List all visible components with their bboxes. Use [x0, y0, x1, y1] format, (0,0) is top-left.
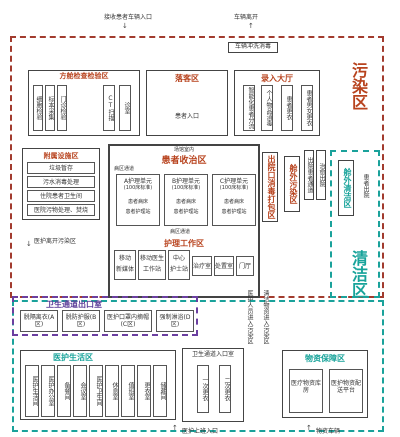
- supply-item: 医护物资配送平台: [329, 369, 363, 413]
- unit-b-name: B护理单元: [171, 178, 201, 185]
- supply-vehicle-label: 物资车辆: [316, 428, 341, 435]
- nursing-unit-b: B护理单元 (100床标准) 患者病床 患者护理站: [164, 174, 208, 226]
- sanitation-title: 卫生通道出口室: [46, 300, 102, 309]
- cabin-check-item: 门诊检验: [57, 85, 67, 131]
- work-item: 移动医生工作站: [138, 250, 166, 280]
- life-item: 储藏间: [153, 365, 167, 417]
- sanitation-exit-room: 卫生通道出口室 脱隔离衣(A区) 脱防护服(B区) 医护口罩内摘帽(C区) 强制…: [12, 296, 198, 336]
- discharge-channel: 出院患者通道: [304, 150, 314, 200]
- entry-item: 一次更衣: [197, 365, 209, 413]
- life-item: 更衣室: [137, 365, 151, 417]
- cabin-corridor-label: 病区通道: [114, 166, 135, 172]
- medical-enter-label: 医护人员进入污染区: [246, 290, 253, 344]
- medical-leave-label: 医护离开污染区: [34, 238, 77, 245]
- attached-item: 污水消毒处理: [27, 176, 95, 188]
- sanitation-step: 脱防护服(B区): [62, 310, 100, 332]
- life-item: 值班室: [121, 365, 135, 417]
- clean-zone-right-border: [330, 150, 380, 298]
- work-area-title: 护理工作区: [164, 239, 204, 248]
- unit-a-station: 患者护理站: [125, 209, 151, 215]
- medical-life-area: 医护生活区 医护生活间 医护办公室 备餐间 会议室 医护卫生间 休息室 值班室 …: [20, 350, 176, 420]
- registration-item: 智能化患者分流: [243, 85, 255, 131]
- cabin-top-label: 场馆室内: [173, 147, 194, 153]
- vehicle-exit: 车辆离开: [234, 14, 259, 21]
- cabin-check-item: 诊室: [119, 85, 131, 131]
- life-item: 医护生活间: [25, 365, 39, 417]
- outside-pollute-area: 舱外污染区: [284, 156, 300, 212]
- registration-item: 患者男女更衣: [301, 85, 313, 131]
- sanitation-step: 强制淋浴(D区): [156, 310, 194, 332]
- supply-title: 物资保障区: [305, 354, 345, 363]
- unit-a-beds: (100床标准): [123, 185, 153, 191]
- work-item: 门厅: [236, 256, 254, 276]
- cure-discharge: 治愈出院: [316, 150, 326, 200]
- arrow-up-icon: ↑: [248, 22, 254, 30]
- exit-disinfect-area: 出院口消毒打包区: [262, 152, 278, 222]
- attached-item: 住院患者卫生间: [27, 190, 95, 202]
- sanitation-entry-title: 卫生通道入口室: [191, 351, 234, 358]
- outside-clean-area: 舱外清洁区: [338, 160, 354, 216]
- unit-a-name: A护理单元: [123, 178, 153, 185]
- attached-facilities: 附属设施区 垃圾暂存 污水消毒处理 住院患者卫生间 医院污物处理、焚烧: [22, 148, 100, 220]
- work-item: 处置室: [214, 256, 234, 276]
- unit-c-sub: 患者病床: [223, 199, 244, 205]
- registration-title: 录入大厅: [261, 74, 293, 83]
- registration-hall: 录入大厅 智能化患者分流 个人物品消毒 患者更衣 患者男女更衣: [234, 70, 320, 136]
- registration-item: 个人物品消毒: [261, 85, 273, 131]
- supply-area: 物资保障区 医疗物资库房 医护物资配送平台: [282, 350, 368, 418]
- nursing-unit-a: A护理单元 (100床标准) 患者病床 患者护理站: [116, 174, 160, 226]
- patient-vehicle-entry: 接收患者车辆入口: [104, 14, 153, 21]
- cabin-check-item: 标本采集: [45, 85, 55, 131]
- life-item: 备餐间: [57, 365, 71, 417]
- attached-item: 垃圾暂存: [27, 162, 95, 174]
- nursing-unit-c: C护理单元 (100床标准) 患者病床 患者护理站: [212, 174, 256, 226]
- unit-c-station: 患者护理站: [221, 209, 247, 215]
- cabin-title: 患者收治区: [161, 156, 207, 166]
- cabin-check-area: 方舱检查检验区 细胞检验 标本采集 门诊检验 CT扫描 诊室: [28, 70, 140, 136]
- cabin-check-item: CT扫描: [103, 85, 115, 131]
- clean-zone-border: [12, 300, 384, 432]
- sanitation-entry-room: 卫生通道入口室 一次更衣 二次更衣: [182, 348, 244, 422]
- unit-b-beds: (100床标准): [171, 185, 201, 191]
- supply-item: 医疗物资库房: [289, 369, 323, 413]
- life-item: 医护卫生间: [89, 365, 103, 417]
- work-item: 治疗室: [192, 256, 212, 276]
- arrow-down-icon: ↓: [122, 22, 128, 30]
- attached-title: 附属设施区: [43, 152, 79, 160]
- cabin-check-title: 方舱检查检验区: [59, 72, 109, 80]
- vehicle-disinfect-box: 车辆冲洗消毒: [228, 42, 278, 53]
- attached-item: 医院污物处理、焚烧: [27, 204, 95, 216]
- unit-a-sub: 患者病床: [127, 199, 148, 205]
- registration-item: 患者更衣: [281, 85, 293, 131]
- life-item: 医护办公室: [41, 365, 55, 417]
- waiting-title: 落客区: [175, 74, 199, 83]
- patient-discharge-label: 患者出院: [362, 174, 369, 198]
- life-item: 会议室: [73, 365, 87, 417]
- cabin-corridor-bottom: 病区通道: [170, 229, 191, 235]
- unit-b-station: 患者护理站: [173, 209, 199, 215]
- work-item: 移动新媒体: [114, 250, 136, 280]
- polluted-zone-label: 污染区: [349, 62, 368, 110]
- sanitation-step: 脱隔离衣(A区): [20, 310, 58, 332]
- arrow-up-icon: ↑: [306, 424, 312, 432]
- clean-zone-label: 清洁区: [349, 250, 368, 298]
- cabin-indoor: 场馆室内 患者收治区 病区通道 A护理单元 (100床标准) 患者病床 患者护理…: [108, 144, 260, 298]
- entry-item: 二次更衣: [219, 365, 231, 413]
- unit-c-beds: (100床标准): [219, 185, 249, 191]
- cabin-check-item: 细胞检验: [33, 85, 43, 131]
- medical-entry-label: 医护上班入口: [182, 428, 219, 435]
- work-item: 中心护士站: [168, 250, 190, 280]
- life-item: 休息室: [105, 365, 119, 417]
- sanitation-step: 医护口罩内摘帽(C区): [104, 310, 152, 332]
- arrow-down-icon: ↓: [26, 240, 32, 248]
- unit-b-sub: 患者病床: [175, 199, 196, 205]
- waiting-area: 落客区 患者入口: [146, 70, 228, 136]
- supply-enter-label: 清洁物资进入污染区: [262, 290, 269, 344]
- unit-c-name: C护理单元: [219, 178, 249, 185]
- medical-life-title: 医护生活区: [53, 353, 93, 362]
- patient-entry-label: 患者入口: [175, 113, 200, 120]
- arrow-up-icon: ↑: [172, 424, 178, 432]
